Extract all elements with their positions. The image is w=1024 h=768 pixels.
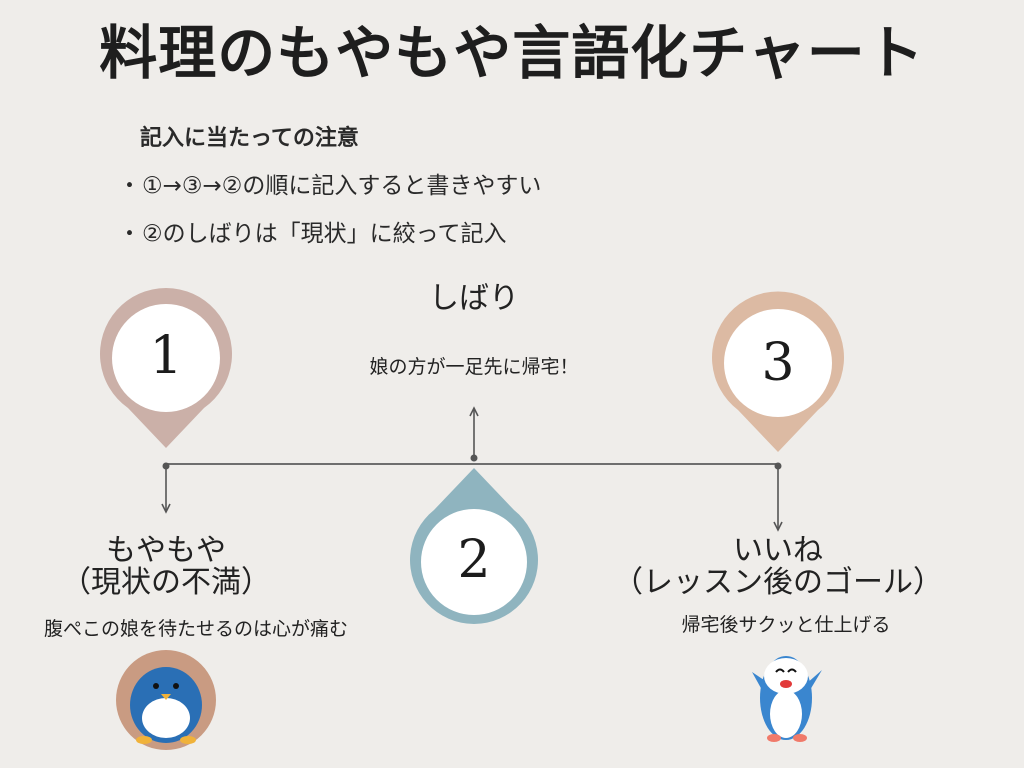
step-3-description: 帰宅後サクッと仕上げる xyxy=(681,614,891,636)
step-3-title: いいね xyxy=(733,533,823,568)
page-title: 料理のもやもや言語化チャート xyxy=(99,19,925,87)
marker-pin-1 xyxy=(99,288,233,448)
notice-item: ・②のしばりは「現状」に絞って記入 xyxy=(118,214,506,248)
penguin-icon-round xyxy=(116,650,216,750)
notice-heading: 記入に当たっての注意 xyxy=(140,126,359,151)
arrow-up-2 xyxy=(469,406,479,456)
notice-item-text: ②のしばりは「現状」に絞って記入 xyxy=(142,221,507,247)
step-number-1: 1 xyxy=(149,326,183,386)
notice-item: ・①→③→②の順に記入すると書きやすい xyxy=(118,166,541,200)
timeline-node-2 xyxy=(470,454,478,462)
step-1-subtitle: （現状の不満） xyxy=(61,565,271,600)
step-2-title: しばり xyxy=(429,281,519,316)
step-1-description: 腹ぺこの娘を待たせるのは心が痛む xyxy=(43,618,348,640)
bullet-icon: ・ xyxy=(118,221,141,247)
timeline-node-1 xyxy=(162,462,170,470)
step-3-subtitle: （レッスン後のゴール） xyxy=(613,565,943,600)
step-2-description: 娘の方が一足先に帰宅！ xyxy=(369,356,579,378)
marker-pin-3 xyxy=(712,291,845,452)
penguin-icon-cheering xyxy=(752,656,822,742)
step-1-title: もやもや xyxy=(106,533,226,568)
timeline-node-3 xyxy=(774,462,782,470)
arrow-down-1 xyxy=(161,468,171,514)
step-number-3: 3 xyxy=(761,333,795,393)
marker-drop-2 xyxy=(409,468,538,624)
bullet-icon: ・ xyxy=(118,173,141,199)
step-number-2: 2 xyxy=(457,530,491,590)
notice-item-text: ①→③→②の順に記入すると書きやすい xyxy=(142,173,542,199)
arrow-down-3 xyxy=(773,468,783,532)
